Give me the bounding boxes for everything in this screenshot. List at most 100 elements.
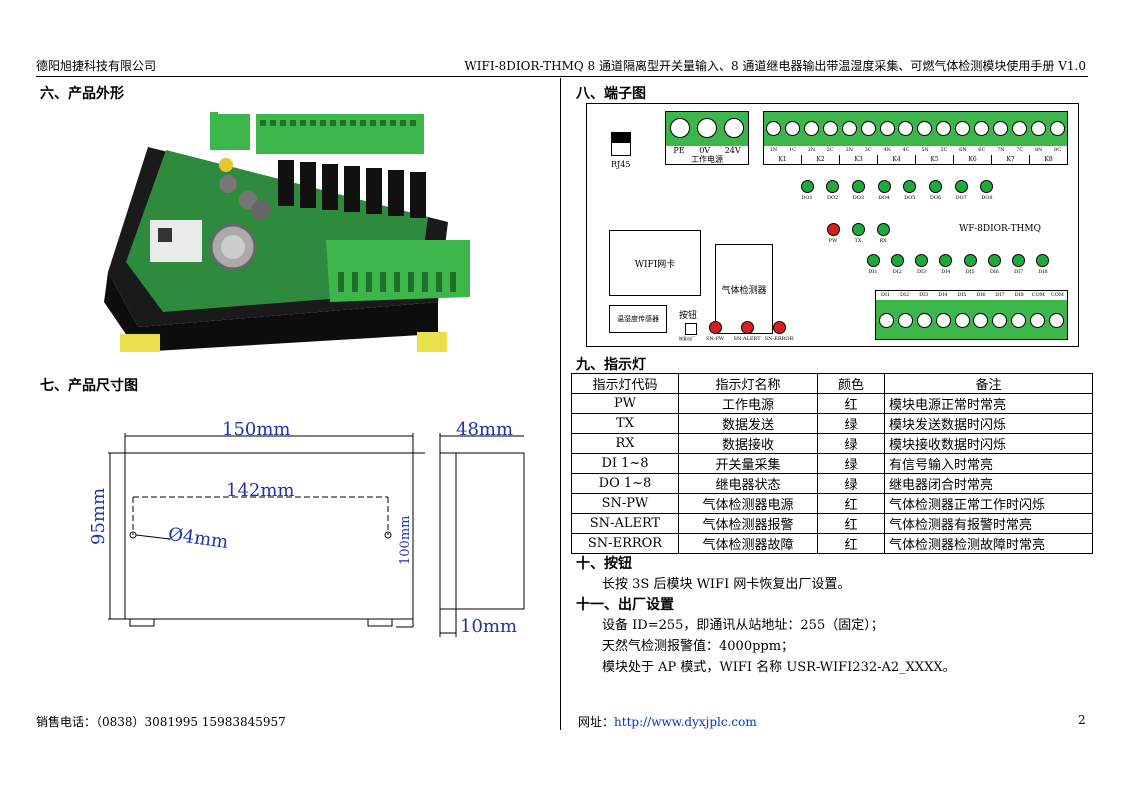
led-indicator: DI6 [984, 254, 1004, 278]
screw-icon [822, 121, 838, 136]
dim-depth-48: 48mm [456, 419, 514, 440]
led-dot-icon [954, 180, 968, 193]
power-pin-labels: PE 0V 24V [666, 146, 748, 155]
rj45-label: RJ45 [611, 160, 631, 169]
section-title-appearance: 六、产品外形 [40, 86, 124, 102]
relay-pin-label: 1C [788, 147, 796, 153]
di-pin-label: DI7 [995, 292, 1005, 298]
di-pin-label: DI4 [938, 292, 948, 298]
table-cell: DI 1~8 [571, 453, 679, 474]
screw-icon [897, 313, 913, 328]
section-title-button: 十、按钮 [576, 556, 632, 572]
led-label: DI2 [892, 269, 902, 275]
table-cell: 继电器状态 [678, 473, 818, 494]
relay-pin-label: 3C [864, 147, 872, 153]
screw-icon [1011, 121, 1027, 136]
led-indicator: DO7 [951, 180, 971, 204]
led-label: DO3 [852, 195, 865, 201]
dimension-drawing [108, 433, 525, 637]
screw-icon [936, 121, 952, 136]
di-pin-label: DI5 [957, 292, 967, 298]
column-header: 备注 [884, 373, 1093, 394]
screw-icon [993, 121, 1009, 136]
led-indicator: DO8 [977, 180, 997, 204]
table-cell: 气体检测器检测故障时常亮 [884, 533, 1093, 554]
led-indicator: SN-PW [705, 321, 725, 345]
led-indicator: DO1 [797, 180, 817, 204]
led-indicator: DI7 [1009, 254, 1029, 278]
screw-icon [1049, 121, 1065, 136]
table-cell: 数据接收 [678, 433, 818, 454]
sales-phone: 销售电话：（0838）3081995 15983845957 [36, 715, 286, 729]
column-divider [560, 78, 561, 730]
power-screws [666, 116, 748, 140]
relay-pin-label: 5N [921, 147, 929, 153]
led-dot-icon [826, 223, 840, 236]
di-screws [879, 313, 1064, 329]
dim-height-95: 95mm [88, 487, 109, 545]
website-label: 网址： [578, 715, 615, 729]
screw-icon [973, 313, 989, 328]
led-dot-icon [851, 223, 865, 236]
screw-icon [784, 121, 800, 136]
relay-pin-label: 8N [1034, 147, 1043, 153]
relay-group-label: K5 [915, 155, 953, 164]
table-cell: 开关量采集 [678, 453, 818, 474]
led-label: DI4 [941, 269, 951, 275]
table-cell: SN-PW [571, 493, 679, 514]
relay-pin-label: 5C [940, 147, 948, 153]
led-indicator: DI2 [887, 254, 907, 278]
screw-icon [935, 313, 951, 328]
led-dot-icon [876, 223, 890, 236]
led-indicator: SN-ALERT [733, 321, 761, 345]
relay-screws [766, 121, 1065, 137]
led-indicator: TX [848, 223, 868, 247]
table-cell: 红 [817, 393, 885, 414]
led-indicator: DO6 [926, 180, 946, 204]
pin-24v: 24V [724, 146, 741, 155]
led-indicator: DI4 [936, 254, 956, 278]
section-title-terminal: 八、端子图 [576, 86, 646, 102]
led-dot-icon [915, 254, 929, 267]
screw-icon [696, 118, 717, 138]
led-indicator: DI5 [960, 254, 980, 278]
relay-group-label: K1 [778, 156, 787, 163]
website-link[interactable]: http://www.dyxjplc.com [614, 715, 757, 729]
led-label: DI8 [1038, 269, 1048, 275]
reset-button [685, 323, 697, 335]
table-cell: TX [571, 413, 679, 434]
table-cell: SN-ALERT [571, 513, 679, 534]
screw-icon [803, 121, 819, 136]
screw-icon [974, 121, 990, 136]
document-title: WIFI-8DIOR-THMQ 8 通道隔离型开关量输入、8 通道继电器输出带温… [464, 59, 1086, 73]
button-description: 长按 3S 后模块 WIFI 网卡恢复出厂设置。 [602, 577, 851, 592]
relay-group-label: K8 [1029, 155, 1067, 164]
led-indicator: PW [823, 223, 843, 247]
table-cell: 有信号输入时常亮 [884, 453, 1093, 474]
table-cell: DO 1~8 [571, 473, 679, 494]
screw-icon [860, 121, 876, 136]
screw-icon [955, 121, 971, 136]
led-label: DO2 [827, 195, 839, 201]
table-cell: 数据发送 [678, 413, 818, 434]
screw-icon [898, 121, 914, 136]
led-indicator: DO2 [823, 180, 843, 204]
header-rule [36, 76, 1088, 77]
di-pin-label: DI1 [880, 292, 891, 298]
led-label: DI7 [1014, 269, 1024, 275]
led-label: DO5 [904, 195, 916, 201]
led-label: DO7 [955, 195, 967, 201]
table-cell: RX [571, 433, 679, 454]
screw-icon [879, 121, 895, 136]
screw-icon [766, 121, 781, 136]
